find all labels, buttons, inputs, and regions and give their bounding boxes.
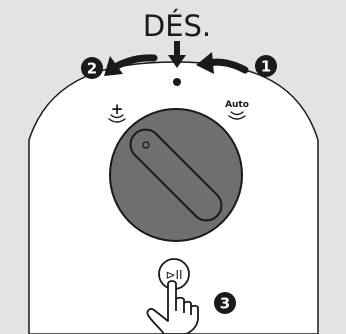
- auto-setting-mark: Auto: [225, 100, 249, 120]
- wave-icon: [108, 114, 126, 123]
- svg-text:3: 3: [220, 295, 230, 313]
- curved-arrow-icon: [104, 54, 158, 76]
- curved-arrow-icon: [196, 52, 249, 74]
- svg-text:1: 1: [261, 58, 271, 76]
- knob-indicator-dot: [142, 141, 150, 149]
- position-label: DÉS.: [143, 9, 211, 43]
- rotary-knob[interactable]: [109, 108, 243, 242]
- step-badge-3: 3: [214, 292, 236, 314]
- play-pause-label: ⊳II: [165, 268, 182, 282]
- down-arrow-icon: [168, 41, 186, 68]
- plus-setting-mark: +: [108, 100, 126, 123]
- auto-label: Auto: [225, 100, 249, 110]
- pointing-hand-icon: [146, 280, 199, 334]
- position-indicator-dot: [173, 78, 181, 86]
- plus-label: +: [111, 100, 124, 118]
- svg-text:2: 2: [87, 60, 97, 78]
- step-badge-2: 2: [81, 57, 103, 79]
- step-badge-1: 1: [255, 55, 277, 77]
- wave-icon: [228, 111, 246, 120]
